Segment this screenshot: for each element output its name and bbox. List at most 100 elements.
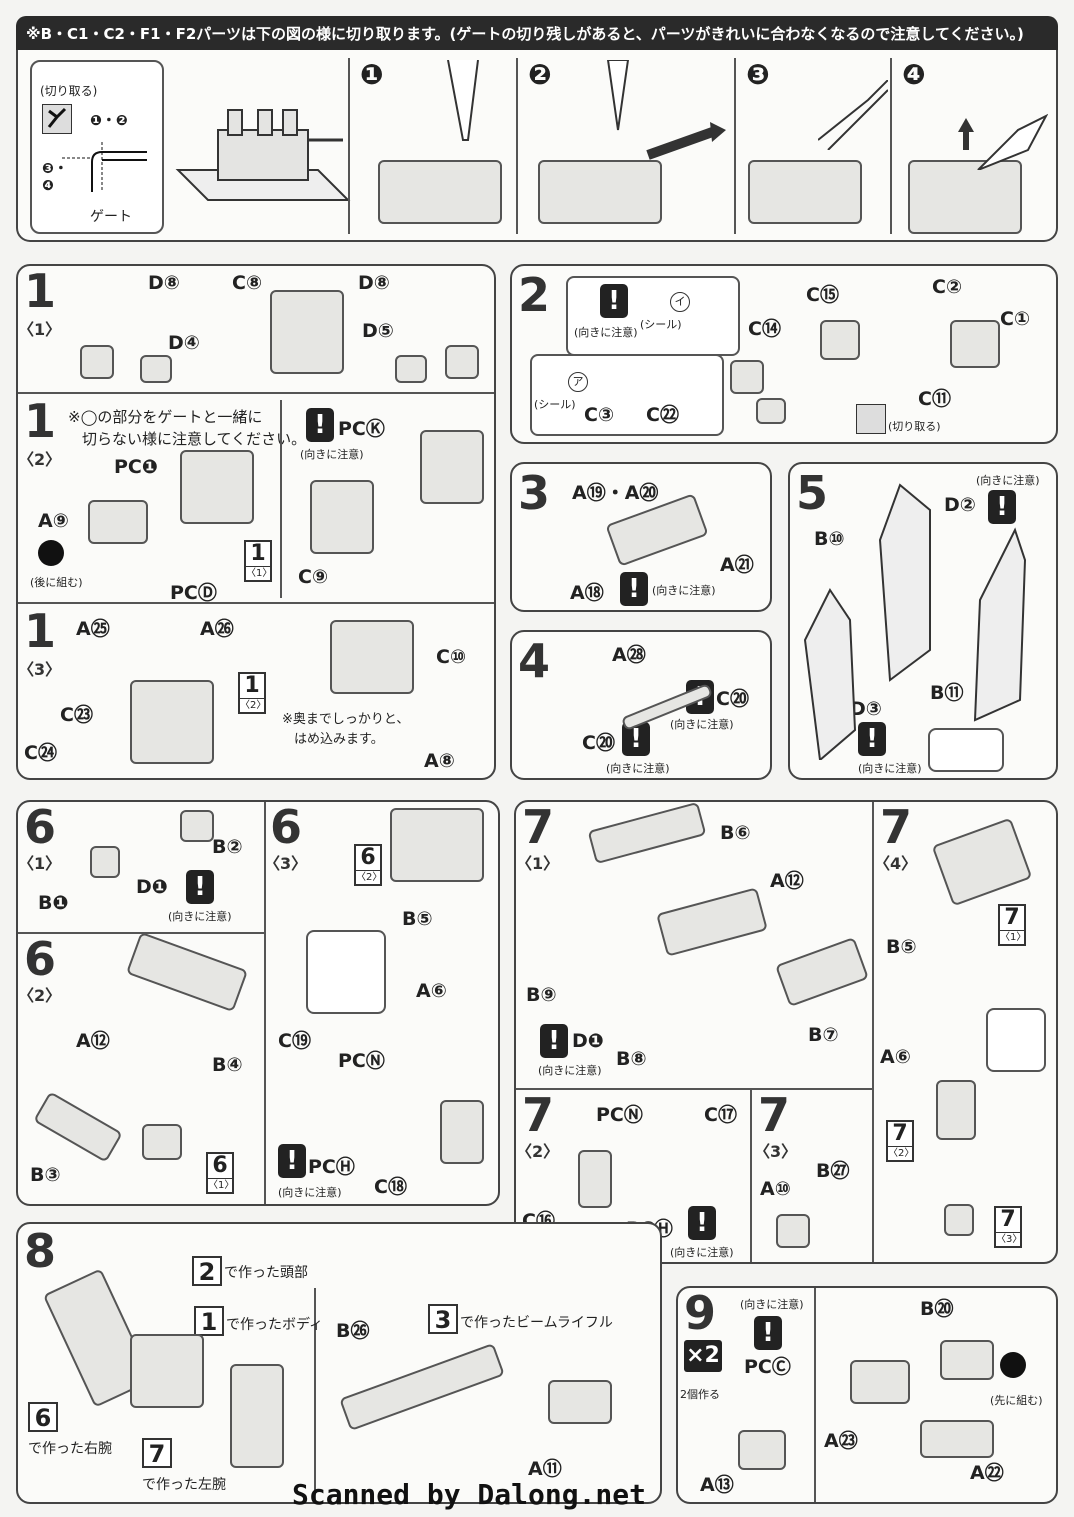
- part-label: C⑳: [582, 732, 615, 754]
- part-illustration: [142, 1124, 182, 1160]
- header-note: ※B・C1・C2・F1・F2パーツは下の図の様に切り取ります。(ゲートの切り残し…: [16, 16, 1058, 52]
- back-assembly-note: (後に組む): [30, 576, 83, 589]
- part-label: C㉒: [646, 404, 679, 426]
- part-label: B⑦: [808, 1024, 839, 1046]
- runner-illustration: [175, 109, 351, 201]
- caution-icon: !: [540, 1024, 568, 1058]
- step-1-3-number: 1: [24, 604, 57, 658]
- part-illustration: [80, 345, 114, 379]
- part-illustration: [920, 1420, 994, 1458]
- part-label: C⑮: [806, 284, 839, 306]
- ref-step-box: 3: [428, 1304, 458, 1334]
- ref-step-box: 7: [142, 1438, 172, 1468]
- part-label: B②: [212, 836, 243, 858]
- step-8-number: 8: [24, 1224, 57, 1278]
- caution-text: (向きに注意): [670, 718, 734, 731]
- cut-step-4: ❹: [902, 58, 926, 91]
- part-illustration: [88, 500, 148, 544]
- part-label: B㉗: [816, 1160, 850, 1182]
- part-illustration: [738, 1430, 786, 1470]
- step-1-2-number: 1: [24, 394, 57, 448]
- step-9-number: 9: [684, 1286, 717, 1340]
- cut-step-3: ❸: [746, 58, 770, 91]
- part-label: C⑱: [374, 1176, 407, 1198]
- part-label: PCⒽ: [308, 1156, 355, 1178]
- part-label: C⑨: [298, 566, 329, 588]
- fit-note-line1: ※奥までしっかりと、: [282, 712, 410, 727]
- part-illustration: [390, 808, 484, 882]
- part-illustration: [180, 810, 214, 842]
- nipper-icon: [818, 80, 888, 150]
- part-label: C㉓: [60, 704, 93, 726]
- part-label: PCⓃ: [596, 1104, 643, 1126]
- part-illustration: [90, 846, 120, 878]
- ref-step-box: 2: [192, 1256, 222, 1286]
- caution-text: (向きに注意): [574, 326, 638, 339]
- ref-step-box: 6〈1〉: [206, 1152, 234, 1194]
- cut-step-1: ❶: [360, 58, 384, 91]
- part-illustration: [330, 620, 414, 694]
- fit-note-line2: はめ込みます。: [294, 732, 384, 747]
- part-illustration: [440, 1100, 484, 1164]
- part-illustration: [950, 320, 1000, 368]
- part-label: A⑨: [38, 510, 69, 532]
- nipper-icon: [42, 104, 72, 134]
- ref-step-box: 7〈2〉: [886, 1120, 914, 1162]
- part-illustration: [850, 1360, 910, 1404]
- ref-step-box: 7〈1〉: [998, 904, 1026, 946]
- gate-label: ゲート: [90, 209, 132, 225]
- step-7-2-number: 7: [522, 1088, 555, 1142]
- step-5-number: 5: [796, 466, 829, 520]
- part-illustration: [445, 345, 479, 379]
- part-label: B㉖: [336, 1320, 370, 1342]
- caution-icon: !: [754, 1316, 782, 1350]
- caution-icon: !: [620, 572, 648, 606]
- nipper-icon: [447, 60, 479, 141]
- part-illustration: [130, 680, 214, 764]
- part-illustration: [940, 1340, 994, 1380]
- part-label: A⑥: [416, 980, 447, 1002]
- cutting-inset: (切り取る) ❶・❷ ❸・❹ ゲート: [30, 60, 164, 234]
- part-label: B⑥: [720, 822, 751, 844]
- part-illustration: [944, 1204, 974, 1236]
- part-label: A⑪: [528, 1458, 562, 1480]
- body-label: で作ったボディ: [226, 1317, 324, 1333]
- part-label: A⑫: [770, 870, 804, 892]
- part-illustration: [936, 1080, 976, 1140]
- part-illustration: [378, 160, 502, 224]
- part-label: A⑧: [424, 750, 455, 772]
- knife-icon: [958, 113, 1048, 170]
- part-label: D⑧: [358, 272, 390, 294]
- ref-step-box: 1〈1〉: [244, 540, 272, 582]
- gate-diagram: [62, 142, 147, 192]
- part-label: C⑳: [716, 688, 749, 710]
- caution-text: (向きに注意): [538, 1064, 602, 1077]
- part-label: A⑱: [570, 582, 604, 604]
- step-6-2-sub: 〈2〉: [18, 986, 62, 1005]
- gate-note-line1: ※◯の部分をゲートと一緒に: [68, 408, 263, 426]
- step-7-3-number: 7: [758, 1088, 791, 1142]
- part-label: A⑲・A⑳: [572, 482, 659, 504]
- part-label: C⑭: [748, 318, 781, 340]
- rifle-label: で作ったビームライフル: [460, 1315, 613, 1331]
- knife-icon: [606, 60, 726, 160]
- step-7-4-sub: 〈4〉: [874, 854, 918, 873]
- part-label: D②: [944, 494, 976, 516]
- part-label: A㉓: [824, 1430, 858, 1452]
- part-illustration: [180, 450, 254, 524]
- step-3-number: 3: [518, 466, 551, 520]
- nipper-icon: [856, 404, 886, 434]
- part-label: D④: [168, 332, 200, 354]
- part-label: C⑩: [436, 646, 467, 668]
- part-illustration: [756, 398, 786, 424]
- part-label: B❶: [38, 892, 69, 914]
- part-label: C⑪: [918, 388, 951, 410]
- step-7-3-sub: 〈3〉: [754, 1142, 798, 1161]
- part-label: A㉘: [612, 644, 646, 666]
- step-7-1-sub: 〈1〉: [516, 854, 560, 873]
- step-6-1-number: 6: [24, 800, 57, 854]
- seal-a-box: [530, 354, 724, 436]
- part-label: A㉕: [76, 618, 110, 640]
- seal-note-box: [566, 276, 740, 356]
- part-illustration: [395, 355, 427, 383]
